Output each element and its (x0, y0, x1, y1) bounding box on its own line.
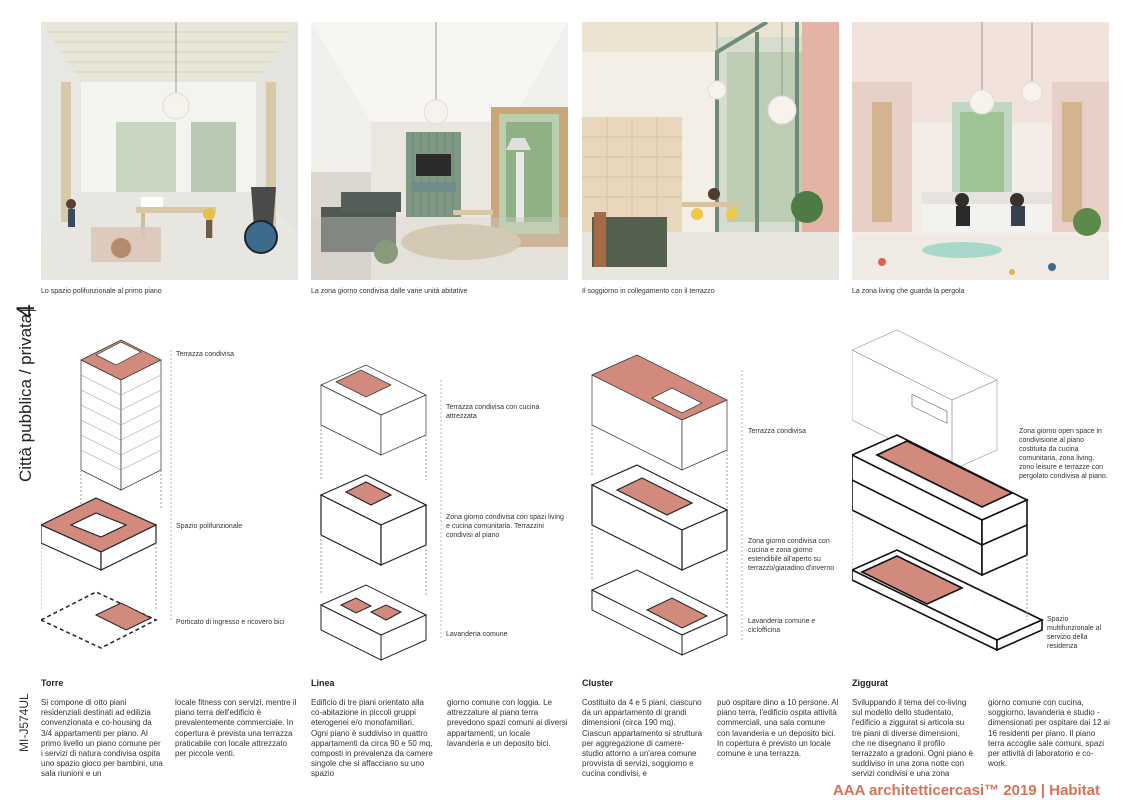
sidebar-number: 4 (12, 304, 40, 318)
project-text: giorno comune con loggia. Le attrezzatur… (447, 698, 568, 748)
photo-caption: La zona living che guarda la pergola (852, 288, 965, 295)
render-photo-soggiorno (582, 22, 839, 280)
axonometric-torre: Terrazza condivisa Spazio polifunzionale… (39, 320, 298, 665)
sidebar-code: MI-J574UL (17, 693, 31, 752)
render-photo-living-pergola (852, 22, 1109, 280)
axonometric-ziggurat: Zona giorno open space in condivisione a… (850, 320, 1109, 665)
axo-label: Terrazza condivisa (748, 428, 806, 435)
axo-label: Porticato di ingresso e ricovero bici (176, 619, 285, 626)
photo-caption: Il soggiorno in collegamento con il terr… (582, 288, 715, 295)
project-text: Costituito da 4 e 5 piani, ciascuno da u… (582, 698, 703, 779)
axo-label: Spazio polifunzionale (176, 523, 243, 530)
axo-label: Terrazza condivisa (176, 351, 234, 358)
project-title: Linea (311, 678, 335, 688)
photo-caption: La zona giorno condivisa dalle varie uni… (311, 288, 468, 295)
axonometric-linea: Terrazza condivisa con cucina attrezzata… (311, 320, 568, 665)
project-title: Cluster (582, 678, 614, 688)
project-title: Ziggurat (852, 678, 888, 688)
project-text: Sviluppando il tema del co-living sul mo… (852, 698, 973, 779)
sidebar-divider (20, 310, 36, 311)
axo-label: Zona giorno open space in condivisione a… (1019, 428, 1108, 480)
project-text: locale fitness con servizi, mentre il pi… (175, 698, 297, 759)
project-text: Si compone di otto piani residenziali de… (41, 698, 163, 779)
project-text: può ospitare dino a 10 persone. Al piano… (717, 698, 839, 759)
project-title: Torre (41, 678, 64, 688)
render-photo-polifunzionale (41, 22, 298, 280)
brand-footer: AAA architetticercasi™ 2019 | Habitat (832, 782, 1100, 799)
project-text: Edificio di tre piani orientato alla co-… (311, 698, 433, 779)
project-text: giorno comune con cucina, soggiorno, lav… (988, 698, 1110, 769)
axonometric-cluster: Terrazza condivisa Zona giorno condivisa… (582, 320, 839, 665)
axo-label: Zona giorno condivisa con cucina e zona … (748, 538, 835, 572)
axo-label: Terrazza condivisa con cucina attrezzata (446, 404, 540, 420)
photo-caption: Lo spazio polifunzionale al primo piano (41, 288, 162, 295)
render-photo-zona-giorno (311, 22, 568, 280)
axo-label: Lavanderia comune e ciclofficina (748, 618, 816, 634)
sidebar: Città pubblica / privata 4 MI-J574UL (0, 0, 40, 800)
axo-label: Zona giorno condivisa con spazi living e… (446, 514, 564, 539)
axo-label: Spazio multifunzionale al servizio della… (1047, 616, 1102, 650)
axo-label: Lavanderia comune (446, 631, 508, 638)
sidebar-title: Città pubblica / privata (16, 313, 35, 482)
